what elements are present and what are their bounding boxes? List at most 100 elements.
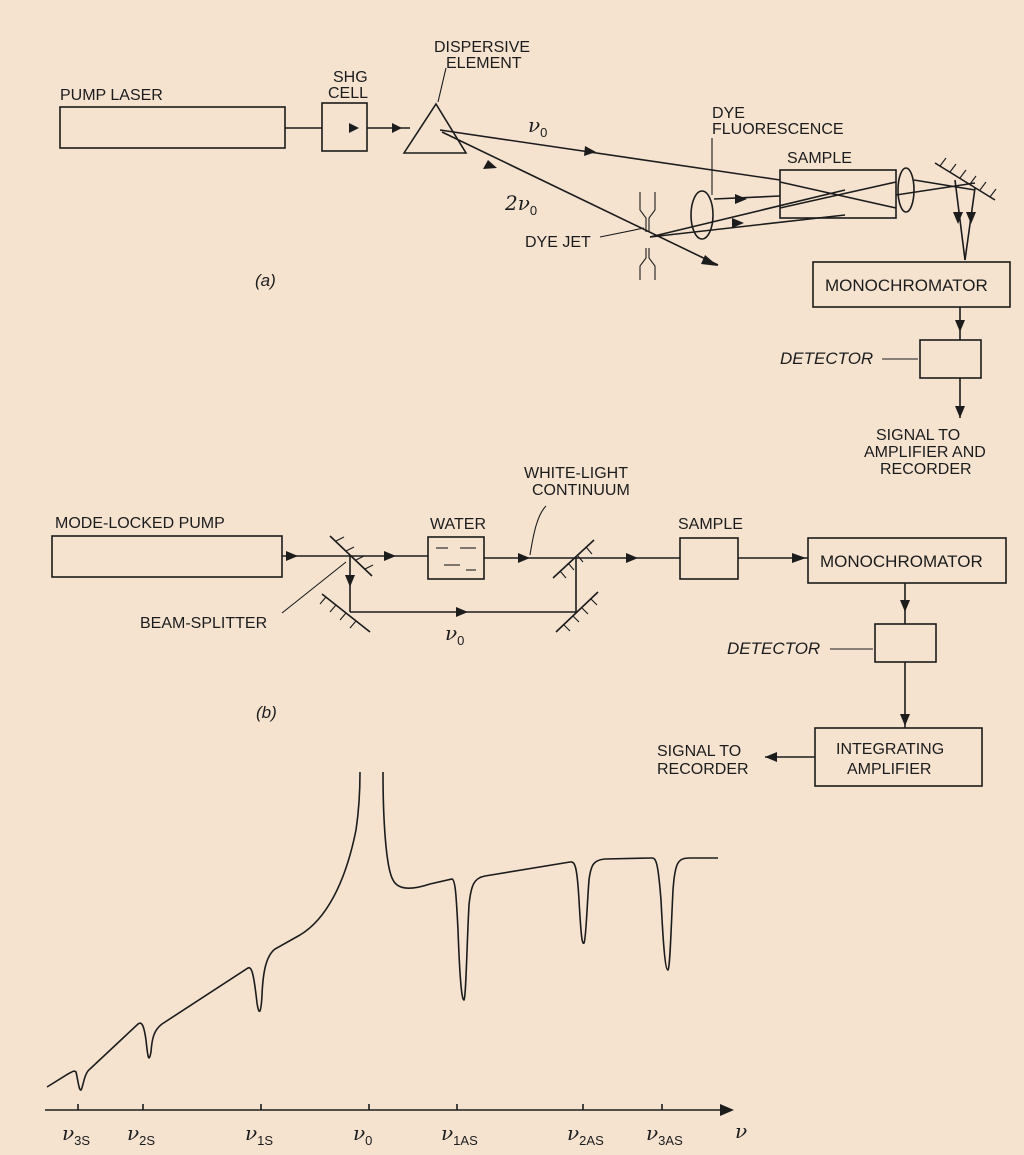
spectrum-axis-symbol: ν [735, 1119, 747, 1143]
continuum-label-2: CONTINUUM [532, 482, 630, 499]
continuum-label-1: WHITE-LIGHT [524, 465, 628, 482]
signal-b-line1: SIGNAL TO [657, 743, 741, 760]
panel-a-label: (a) [255, 271, 276, 290]
dye-jet-label: DYE JET [525, 234, 591, 251]
arrow-nu0-a [584, 146, 596, 156]
arrow-b-4 [626, 553, 638, 563]
spectrum-tick-label-1: ν2S [127, 1121, 155, 1148]
spectrum-curve [46, 771, 718, 1091]
beam-to-mirror-2 [913, 179, 976, 191]
dye-jet-leader [599, 227, 645, 238]
mode-locked-pump-label: MODE-LOCKED PUMP [55, 515, 225, 532]
nu0-label-b: ν0 [445, 621, 464, 648]
beam-splitter-hatch [335, 536, 374, 570]
water-label: WATER [430, 516, 486, 533]
arrow-detector-signal-a [955, 406, 965, 418]
shg-label-1: SHG [333, 69, 368, 86]
fluor-beam-1 [649, 189, 846, 238]
monochromator-label-b: MONOCHROMATOR [820, 552, 983, 571]
sample-label-b: SAMPLE [678, 516, 743, 533]
sample-box-b [679, 537, 739, 580]
setup-b: MODE-LOCKED PUMP BEAM-SPLITTER ν0 WATER [51, 465, 1007, 787]
setup-a: PUMP LASER SHG CELL DISPERSIVE ELEMENT ν… [59, 39, 1011, 478]
beam-nu0-a [439, 129, 781, 181]
spectrum-tick-label-2: ν1S [245, 1121, 273, 1148]
sample-label-a: SAMPLE [787, 150, 852, 167]
dye-fluor-label-2: FLUORESCENCE [712, 121, 844, 138]
beam-down-1 [954, 179, 966, 261]
arrow-mono-detector-b [900, 600, 910, 612]
fluorescence-lens [690, 190, 714, 240]
water-cell [427, 536, 485, 580]
detector-label-a: DETECTOR [780, 349, 873, 368]
shg-label-2: CELL [328, 85, 368, 102]
monochromator-label-a: MONOCHROMATOR [825, 276, 988, 295]
arrow-2nu0-end [701, 255, 718, 266]
arrow-amp-signal [765, 752, 777, 762]
beam-splitter-leader [281, 561, 347, 614]
signal-a-line1: SIGNAL TO [876, 427, 960, 444]
2nu0-label-a: 2ν0 [504, 191, 537, 218]
integrating-label-2: AMPLIFIER [847, 761, 931, 778]
mirror-b-left-hatch [319, 596, 357, 629]
spectrum-tick-label-5: ν2AS [567, 1121, 604, 1148]
mirror-b-right-hatch [563, 598, 598, 632]
monochromator-box-b [807, 537, 1007, 584]
combiner-hatch [559, 546, 593, 579]
shg-cell-box [321, 102, 368, 152]
beam-through-sample-2 [779, 181, 897, 209]
arrow-b-5 [792, 553, 806, 563]
signal-a-line2: AMPLIFIER AND [864, 444, 986, 461]
arrow-nu0-b [456, 607, 468, 617]
detector-box-a [919, 339, 982, 379]
arrow-fluor-1 [735, 194, 747, 204]
beam-down-2 [964, 187, 976, 261]
panel-b-label: (b) [256, 703, 277, 722]
arrow-b-2 [384, 551, 396, 561]
beam-splitter-label: BEAM-SPLITTER [140, 615, 267, 632]
dispersive-label-1: DISPERSIVE [434, 39, 530, 56]
spectrum-tick-label-4: ν1AS [441, 1121, 478, 1148]
arrow-a-shg [349, 123, 359, 133]
mirror-a [934, 162, 996, 201]
dispersive-prism [402, 102, 468, 154]
integrating-label-1: INTEGRATING [836, 741, 944, 758]
arrow-2nu0-mid [483, 160, 497, 169]
spectrum-axis-arrow [720, 1104, 734, 1116]
sample-box-a [779, 169, 897, 219]
detector-label-b: DETECTOR [727, 639, 820, 658]
monochromator-box-a [812, 261, 1011, 308]
signal-a-line3: RECORDER [880, 461, 972, 478]
dispersive-label-2: ELEMENT [446, 55, 522, 72]
dye-fluor-label-1: DYE [712, 105, 745, 122]
mirror-a-hatch [939, 157, 997, 198]
prism-leader [437, 67, 447, 103]
arrow-mono-detector-a [955, 320, 965, 332]
collection-lens [897, 167, 915, 213]
arrow-down-1 [953, 212, 963, 224]
continuum-leader [529, 505, 547, 556]
arrow-fluor-2 [732, 218, 744, 228]
water-lines [436, 547, 476, 571]
signal-b-line2: RECORDER [657, 761, 749, 778]
arrow-a-2 [392, 123, 402, 133]
mirror-b-right [555, 591, 599, 633]
beam-2nu0-a [441, 131, 719, 266]
nu0-label-a: ν0 [528, 113, 547, 140]
spectrum-tick-marks [77, 1104, 663, 1110]
fluor-beam-3 [713, 195, 781, 200]
pump-laser-label: PUMP LASER [60, 87, 163, 104]
mode-locked-pump-box [51, 535, 283, 578]
spectrum-tick-label-6: ν3AS [646, 1121, 683, 1148]
arrow-b-1 [286, 551, 298, 561]
arrow-detector-amp-b [900, 714, 910, 726]
combiner-mirror [552, 539, 595, 579]
pump-laser-box [59, 106, 286, 149]
detector-box-b [874, 623, 937, 663]
spectrum-tick-label-0: ν3S [62, 1121, 90, 1148]
dye-jet [639, 192, 656, 280]
arrow-down-2 [966, 212, 976, 224]
